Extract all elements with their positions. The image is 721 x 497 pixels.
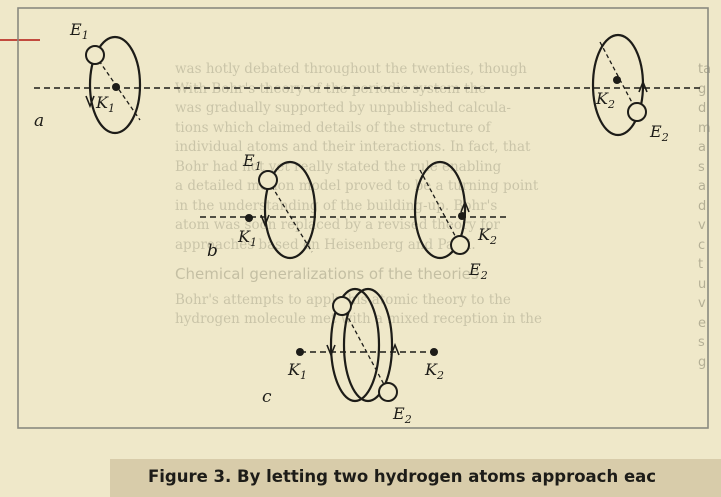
- row-a-orbit-right: [591, 33, 645, 137]
- row-a-k1-label: K1: [95, 93, 115, 115]
- row-b-k1-label: K1: [237, 227, 257, 249]
- row-b-nucleus-1: [245, 214, 253, 222]
- row-b-electron-2: [450, 235, 470, 255]
- row-a-k2-label: K2: [595, 89, 615, 111]
- row-b-orbit-left: [263, 160, 317, 260]
- row-c-label: c: [262, 387, 272, 407]
- row-c-arrow-left: [326, 344, 336, 358]
- row-a-orbit-left: [88, 35, 142, 135]
- right-column-fragment: t: [698, 257, 704, 272]
- row-c-k1-label: K1: [287, 360, 307, 382]
- row-b-k2-label: K2: [477, 225, 497, 247]
- row-c-orbit-left: [329, 287, 381, 403]
- right-column-fragment: s: [698, 159, 705, 175]
- row-a-label: a: [34, 111, 44, 131]
- right-column-fragment: g: [698, 354, 707, 370]
- row-a-e1-label: E1: [69, 20, 89, 42]
- background-text-line: hydrogen molecule met with a mixed recep…: [175, 311, 542, 327]
- right-column-fragment: s: [698, 335, 705, 350]
- row-c-electron-1: [332, 296, 352, 316]
- row-a-nucleus-1: [112, 83, 120, 91]
- right-column-fragment: a: [698, 179, 706, 194]
- figure-frame: [17, 7, 709, 429]
- row-c-e2-label: E2: [392, 404, 412, 426]
- row-b-nucleus-2: [458, 212, 466, 220]
- row-b-arrow-left: [260, 214, 270, 228]
- background-text-line: With Bohr's theory of the periodic syste…: [175, 80, 487, 97]
- right-column-fragment: v: [698, 218, 706, 233]
- right-column-fragment: u: [698, 276, 707, 292]
- background-text-line: approaches based on Heisenberg and Pauli…: [175, 236, 476, 253]
- row-b-arrow-right: [460, 199, 470, 213]
- right-column-fragment: v: [698, 296, 706, 311]
- figure-caption-band: Figure 3. By letting two hydrogen atoms …: [110, 459, 721, 497]
- row-a-arrow-left: [85, 95, 95, 109]
- row-b-e2-label: E2: [468, 260, 488, 282]
- background-text-line: tions which claimed details of the struc…: [175, 119, 491, 136]
- background-text-line: individual atoms and their interactions.…: [175, 139, 531, 155]
- row-a-electron-2: [627, 102, 647, 122]
- background-text-line: was hotly debated throughout the twentie…: [175, 61, 527, 77]
- right-column-fragment: d: [698, 101, 707, 116]
- background-text-line: in the understanding of the building-up.…: [175, 197, 498, 214]
- row-c-orbit-right: [342, 287, 394, 403]
- background-paragraph-2: Bohr's attempts to apply his atomic theo…: [175, 291, 695, 330]
- row-b-radius-right: [419, 169, 461, 246]
- row-c-nucleus-2: [430, 348, 438, 356]
- row-c-electron-link: [341, 305, 389, 393]
- row-a-e2-label: E2: [649, 122, 669, 144]
- row-c-diagram: [300, 287, 435, 403]
- row-b-electron-1: [258, 170, 278, 190]
- right-column-fragment: g: [698, 81, 707, 97]
- row-a-electron-1: [85, 45, 105, 65]
- row-a-arrow-right: [638, 79, 648, 93]
- row-c-arrow-right: [390, 342, 400, 356]
- background-text-line: atom was soon replaced by a revised theo…: [175, 217, 500, 233]
- row-a-radius-left: [94, 54, 141, 121]
- row-b-orbit-right: [413, 160, 467, 260]
- right-column-fragment: d: [698, 198, 707, 214]
- row-c-k2-label: K2: [424, 360, 444, 382]
- background-text-line: was gradually supported by unpublished c…: [175, 100, 511, 116]
- row-c-electron-2: [378, 382, 398, 402]
- right-column-fragment: e: [698, 315, 706, 331]
- row-b-label: b: [207, 241, 218, 261]
- row-b-e1-label: E1: [242, 151, 262, 173]
- row-a-nucleus-2: [613, 76, 621, 84]
- background-article-text: was hotly debated throughout the twentie…: [175, 60, 695, 330]
- row-c-nucleus-1: [296, 348, 304, 356]
- right-column-fragment: a: [698, 140, 706, 155]
- figure-caption-text: Figure 3. By letting two hydrogen atoms …: [148, 467, 657, 486]
- background-section-heading: Chemical generalizations of the theories: [175, 265, 479, 283]
- row-a-diagram: [34, 33, 700, 137]
- row-b-radius-left: [267, 179, 313, 253]
- background-paragraph: was hotly debated throughout the twentie…: [175, 60, 695, 255]
- row-a-radius-right: [599, 41, 638, 113]
- right-column-fragment: c: [698, 237, 706, 253]
